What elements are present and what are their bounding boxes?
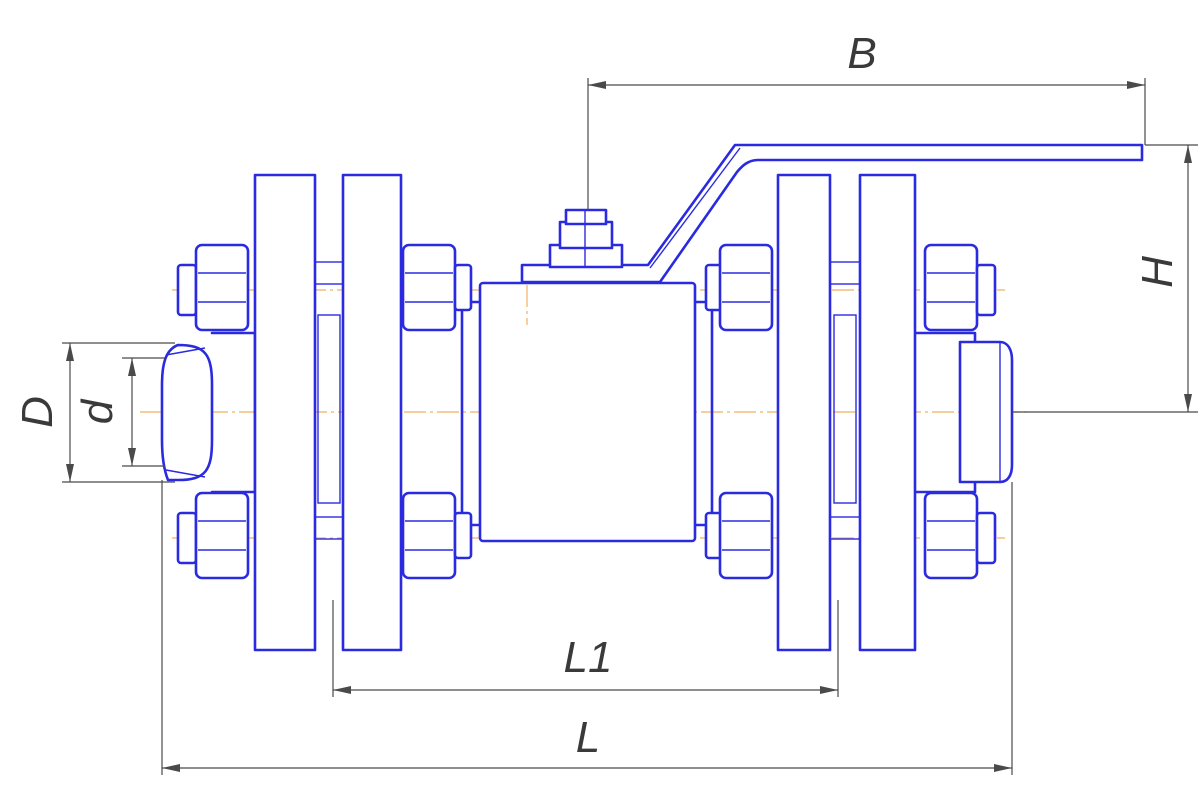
nut-bottom-3 xyxy=(704,491,774,580)
nut-top-1 xyxy=(176,243,250,332)
stem-nut xyxy=(548,208,624,269)
flange-left-outer xyxy=(253,173,317,652)
dimension-label-b: B xyxy=(847,29,876,78)
dimension-label-l1: L1 xyxy=(564,633,613,682)
dimension-label-d-outer: D xyxy=(13,396,62,428)
nut-top-4 xyxy=(923,243,997,332)
dimension-h: H xyxy=(1012,144,1198,413)
dimension-l: L xyxy=(161,480,1013,775)
bolt-nuts xyxy=(176,243,997,580)
flange-right-outer xyxy=(858,173,917,652)
nut-bottom-4 xyxy=(923,491,997,580)
valve-body xyxy=(460,281,714,543)
flange-left-inner xyxy=(341,173,403,652)
dimension-l1: L1 xyxy=(332,600,839,697)
dimension-label-l: L xyxy=(576,713,600,762)
nut-bottom-1 xyxy=(176,491,250,580)
dimension-label-d-inner: d xyxy=(73,398,122,424)
lever-handle xyxy=(520,143,1144,284)
right-pipe-end xyxy=(913,331,1014,494)
flanges xyxy=(253,173,917,652)
nut-bottom-2 xyxy=(401,491,473,580)
nut-top-2 xyxy=(401,243,473,332)
flange-right-inner xyxy=(776,173,832,652)
nut-top-3 xyxy=(704,243,774,332)
dimension-b: B xyxy=(587,29,1146,210)
dimension-diameters: D d xyxy=(13,342,175,483)
dimension-label-h: H xyxy=(1133,256,1182,288)
